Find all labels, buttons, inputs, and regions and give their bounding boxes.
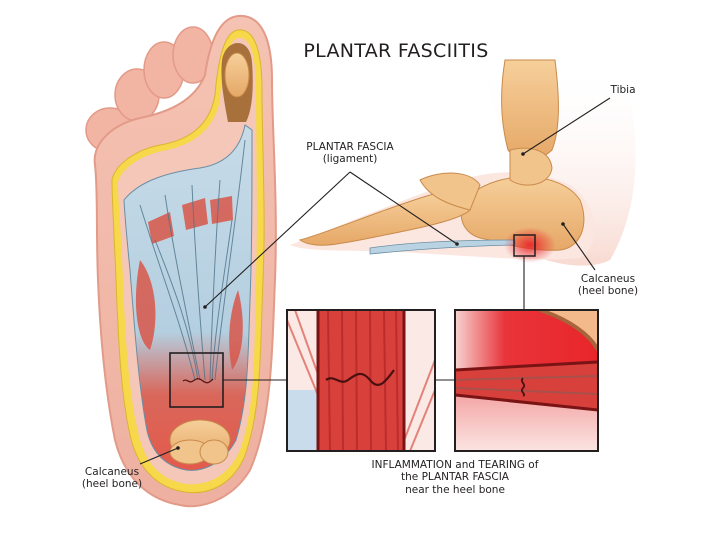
leader-plantar-fascia-sole xyxy=(204,171,351,308)
caption-line2: the PLANTAR FASCIA xyxy=(401,471,509,484)
label-calcaneus-bottom-line1: Calcaneus xyxy=(84,466,140,478)
detail-panel-side-view xyxy=(454,309,599,452)
leader-lines xyxy=(139,97,611,465)
tear-mark-panel2 xyxy=(520,377,526,397)
leader-calcaneus-bottom xyxy=(139,447,179,465)
caption: INFLAMMATION and TEARING of the PLANTAR … xyxy=(345,459,565,496)
leader-calcaneus-side xyxy=(562,223,596,271)
leader-plantar-fascia-side xyxy=(349,171,458,245)
calcaneus-bottom-view xyxy=(169,419,231,465)
caption-line3: near the heel bone xyxy=(405,483,505,496)
label-calcaneus-bottom-line2: (heel bone) xyxy=(81,478,143,491)
label-calcaneus-bottom: Calcaneus (heel bone) xyxy=(72,466,152,491)
tear-mark xyxy=(182,378,214,384)
sole-view-foot xyxy=(85,14,277,508)
page-title: PLANTAR FASCIITIS xyxy=(303,40,489,62)
muscle-bands xyxy=(135,196,243,370)
side-view-foot xyxy=(290,59,636,266)
tear-mark-panel1 xyxy=(325,369,395,387)
label-plantar-fascia-line1: PLANTAR FASCIA xyxy=(306,141,394,153)
label-tibia: Tibia xyxy=(610,84,636,96)
label-calcaneus-side-line1: Calcaneus xyxy=(580,273,636,285)
leader-tibia xyxy=(522,97,611,155)
label-plantar-fascia-line2: (ligament) xyxy=(322,153,378,166)
detail-panel-bottom-view xyxy=(286,309,436,452)
caption-line1: INFLAMMATION and TEARING of xyxy=(371,459,539,471)
label-calcaneus-side-line2: (heel bone) xyxy=(577,285,639,298)
label-plantar-fascia: PLANTAR FASCIA (ligament) xyxy=(298,141,402,166)
label-calcaneus-side: Calcaneus (heel bone) xyxy=(568,273,648,298)
